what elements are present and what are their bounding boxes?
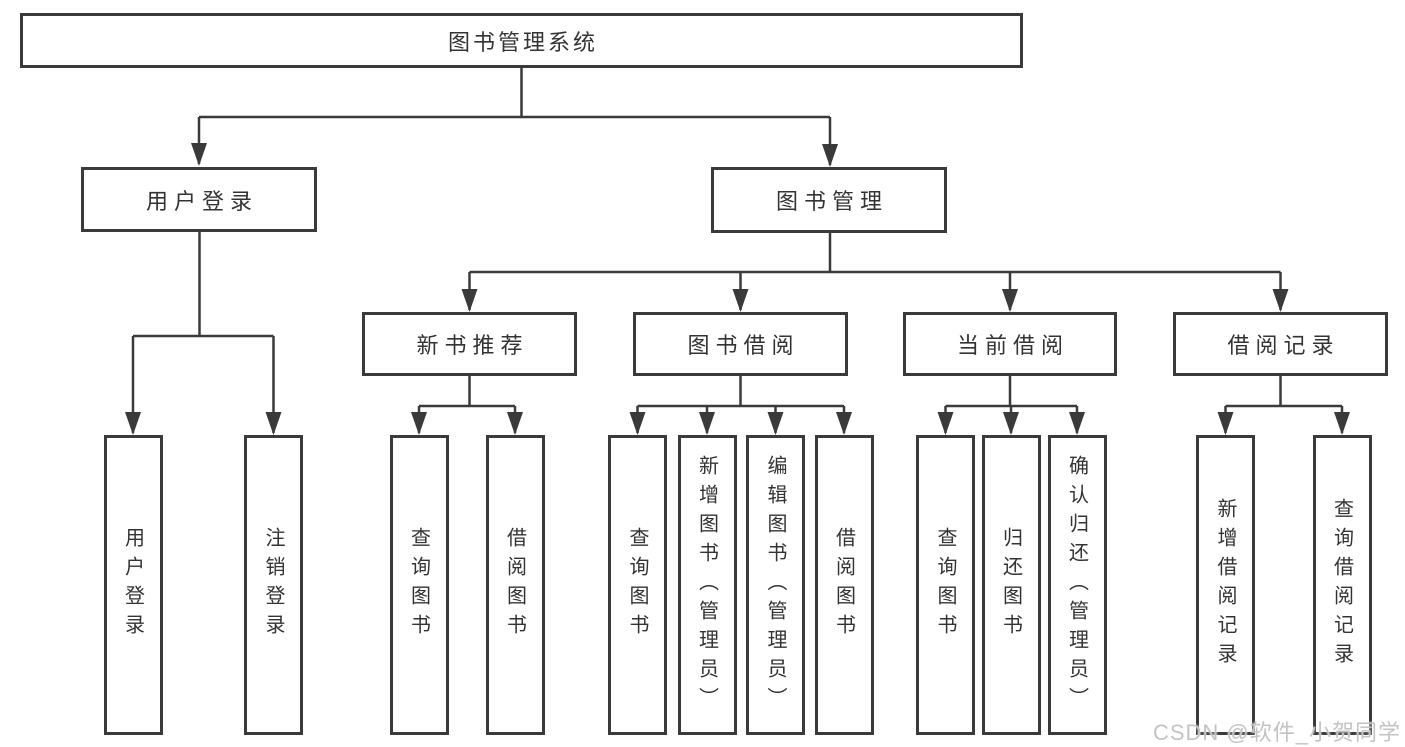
leaf-logout-login: 注销登录 bbox=[244, 435, 303, 735]
leaf-query-books-recommend: 查询图书 bbox=[389, 435, 449, 735]
node-library-management-system: 图书管理系统 bbox=[20, 13, 1023, 68]
node-label: 图书管理 bbox=[775, 189, 888, 214]
leaf-label: 查询图书 bbox=[934, 527, 956, 643]
leaf-label: 查询图书 bbox=[407, 527, 430, 643]
leaf-label: 借阅图书 bbox=[832, 527, 855, 643]
node-book-management: 图书管理 bbox=[711, 167, 947, 233]
leaf-label: 确认归还（管理员） bbox=[1065, 454, 1088, 716]
leaf-label: 新增借阅记录 bbox=[1214, 498, 1236, 672]
leaf-borrow-books-recommend: 借阅图书 bbox=[485, 435, 545, 735]
leaf-edit-books-admin: 编辑图书（管理员） bbox=[746, 435, 805, 735]
leaf-add-books-admin: 新增图书（管理员） bbox=[677, 435, 737, 735]
watermark-text: CSDN @软件_小贺同学 bbox=[1152, 720, 1401, 745]
node-label: 用户登录 bbox=[145, 188, 258, 214]
node-new-book-recommendation: 新书推荐 bbox=[362, 312, 577, 376]
node-book-borrowing: 图书借阅 bbox=[633, 312, 848, 376]
leaf-label: 编辑图书（管理员） bbox=[764, 454, 786, 716]
leaf-query-books-current: 查询图书 bbox=[916, 435, 975, 735]
leaf-label: 注销登录 bbox=[262, 527, 284, 643]
node-label: 图书管理系统 bbox=[447, 29, 598, 55]
leaf-query-books-borrowing: 查询图书 bbox=[608, 435, 667, 735]
leaf-query-borrow-record: 查询借阅记录 bbox=[1312, 435, 1372, 735]
node-label: 新书推荐 bbox=[416, 333, 529, 358]
node-borrowing-records: 借阅记录 bbox=[1173, 312, 1388, 376]
leaf-label: 用户登录 bbox=[121, 527, 144, 643]
node-current-borrowing: 当前借阅 bbox=[903, 312, 1117, 376]
node-user-login: 用户登录 bbox=[81, 167, 317, 232]
leaf-borrow-books-borrowing: 借阅图书 bbox=[814, 435, 874, 735]
leaf-label: 新增图书（管理员） bbox=[695, 454, 718, 716]
leaf-confirm-return-admin: 确认归还（管理员） bbox=[1047, 435, 1107, 735]
leaf-label: 借阅图书 bbox=[503, 527, 526, 643]
node-label: 当前借阅 bbox=[956, 333, 1069, 358]
node-label: 图书借阅 bbox=[687, 333, 800, 358]
node-label: 借阅记录 bbox=[1227, 333, 1340, 358]
leaf-return-books: 归还图书 bbox=[981, 435, 1041, 735]
leaf-add-borrow-record: 新增借阅记录 bbox=[1196, 435, 1255, 735]
leaf-user-login: 用户登录 bbox=[103, 435, 163, 735]
leaf-label: 查询借阅记录 bbox=[1330, 498, 1353, 672]
leaf-label: 查询图书 bbox=[626, 527, 648, 643]
leaf-label: 归还图书 bbox=[999, 527, 1022, 643]
